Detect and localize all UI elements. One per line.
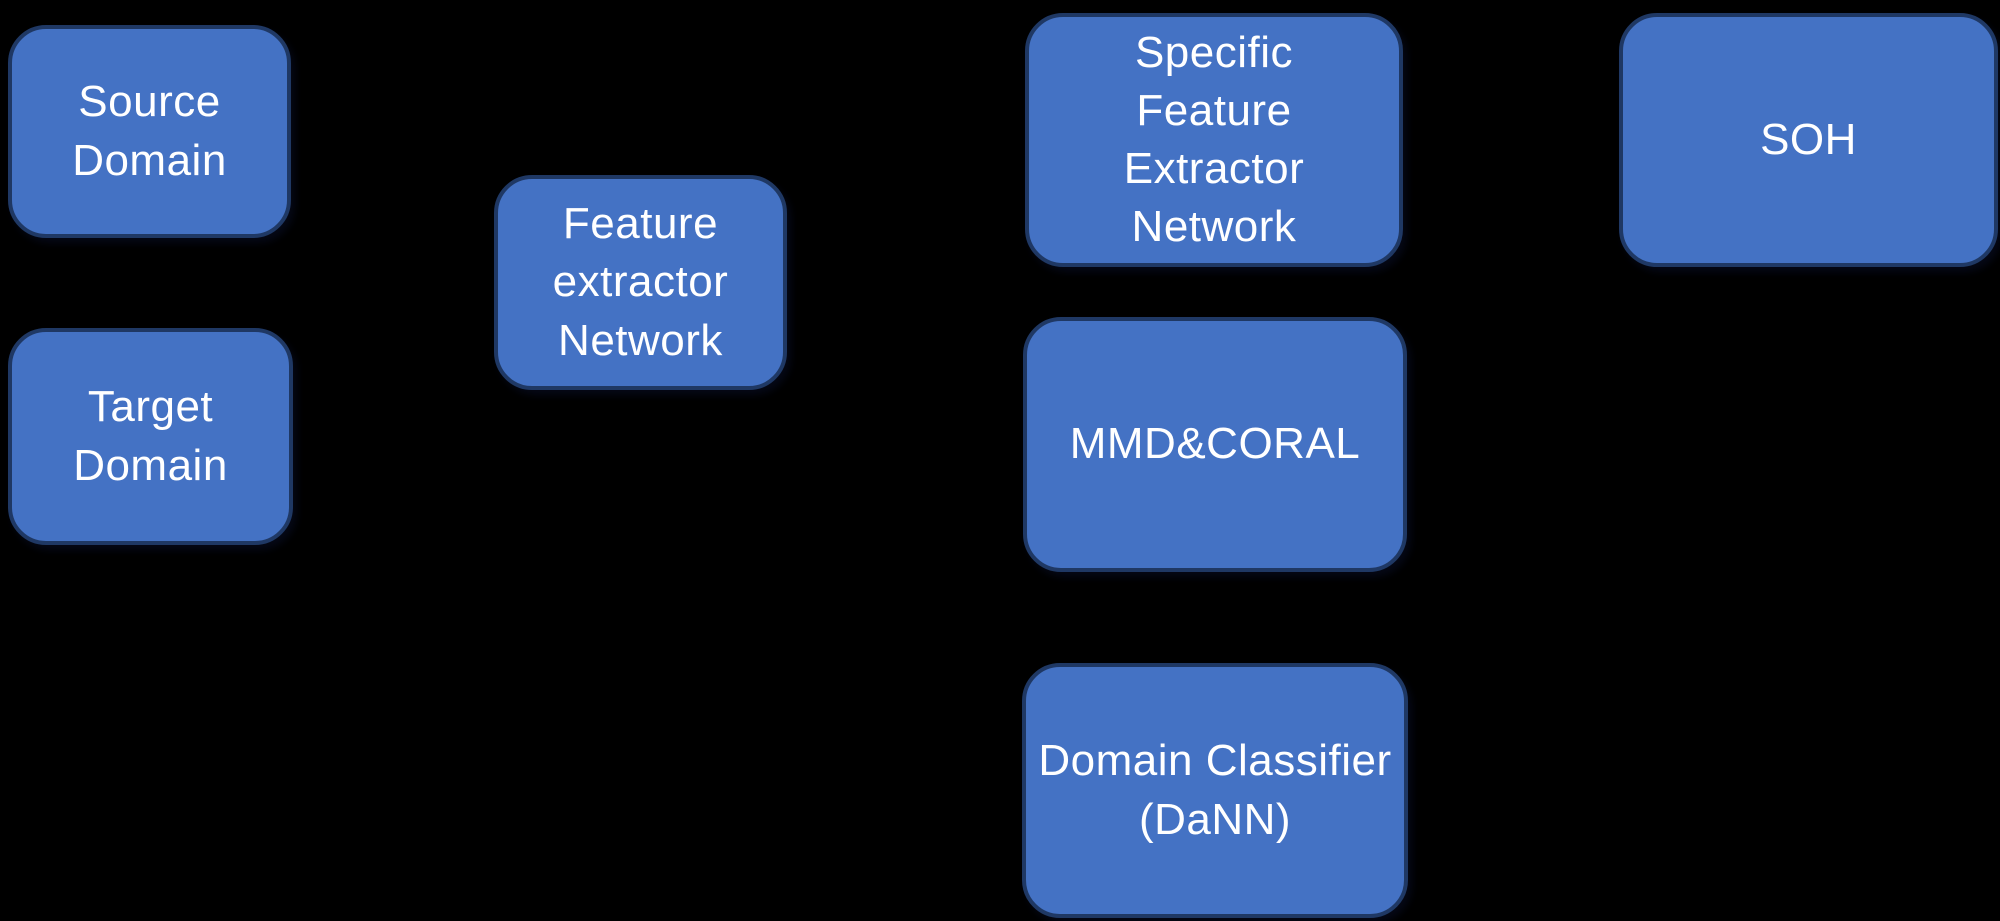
node-domain-classifier-dann: Domain Classifier (DaNN) (1022, 663, 1408, 918)
node-specific-feature-extractor-network-label: Specific Feature Extractor Network (1123, 27, 1305, 252)
node-mmd-coral-label: MMD&CORAL (1069, 419, 1361, 469)
node-soh: SOH (1619, 13, 1998, 267)
node-feature-extractor-network-label: Feature extractor Network (552, 199, 729, 365)
node-source-domain: Source Domain (8, 25, 291, 238)
node-soh-label: SOH (1760, 114, 1857, 164)
node-source-domain-label: Source Domain (72, 77, 227, 185)
node-mmd-coral: MMD&CORAL (1023, 317, 1407, 572)
node-feature-extractor-network: Feature extractor Network (494, 175, 787, 390)
node-target-domain: Target Domain (8, 328, 293, 545)
node-domain-classifier-dann-label: Domain Classifier (DaNN) (1038, 736, 1392, 844)
node-specific-feature-extractor-network: Specific Feature Extractor Network (1025, 13, 1403, 267)
node-target-domain-label: Target Domain (73, 382, 228, 490)
